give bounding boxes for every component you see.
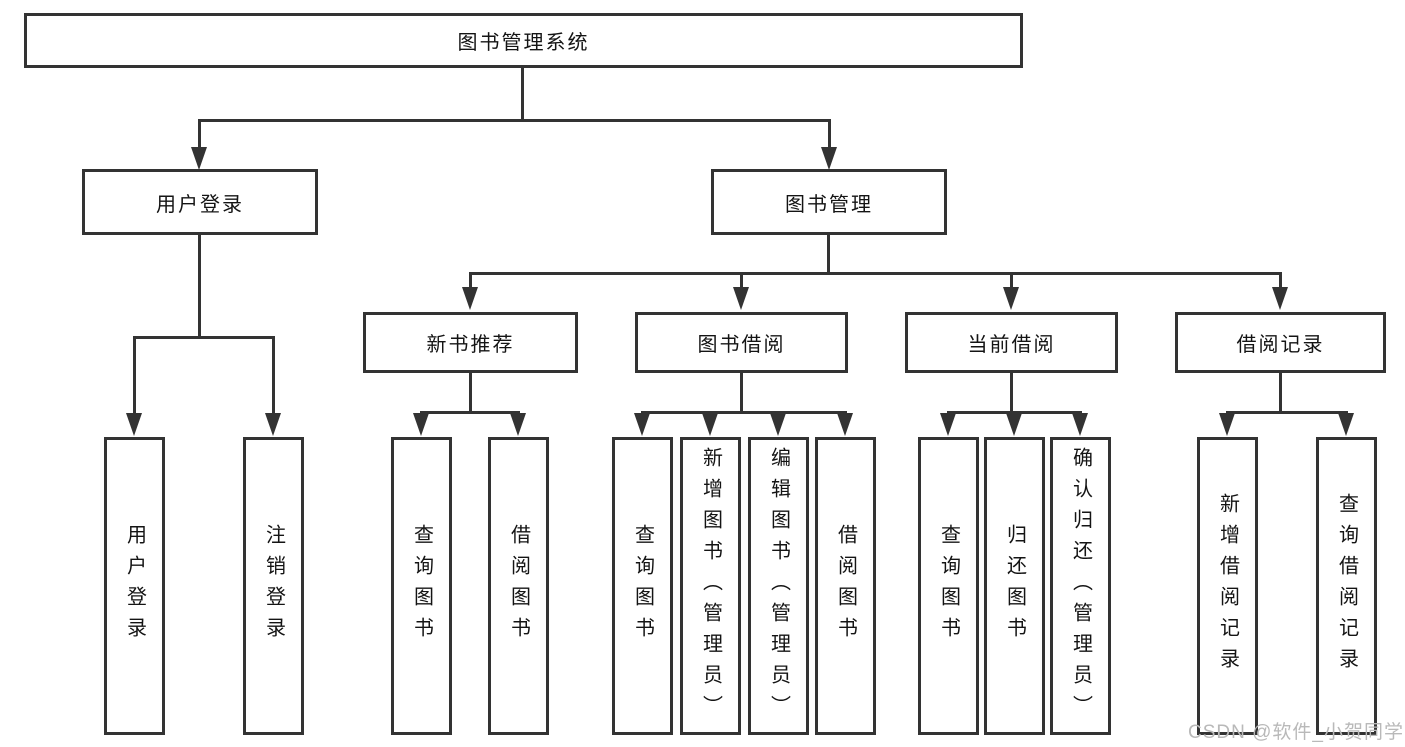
- connector-line: [947, 411, 1082, 414]
- leaf-borrow-borrow-books: 借阅图书: [815, 437, 876, 735]
- arrowhead-down-icon: [413, 413, 429, 436]
- arrowhead-down-icon: [733, 287, 749, 310]
- arrowhead-down-icon: [510, 413, 526, 436]
- arrowhead-down-icon: [1219, 413, 1235, 436]
- connector-line: [469, 272, 472, 288]
- leaf-newbook-borrow-books: 借阅图书: [488, 437, 549, 735]
- connector-line: [1279, 373, 1282, 413]
- leaf-newbook-query-books: 查询图书: [391, 437, 452, 735]
- connector-line: [1279, 272, 1282, 288]
- connector-line: [740, 272, 743, 288]
- connector-line: [198, 119, 201, 149]
- connector-line: [198, 235, 201, 338]
- arrowhead-down-icon: [1003, 287, 1019, 310]
- connector-line: [133, 336, 136, 415]
- connector-line: [521, 68, 524, 120]
- node-user-login: 用户登录: [82, 169, 318, 235]
- arrowhead-down-icon: [126, 413, 142, 436]
- arrowhead-down-icon: [462, 287, 478, 310]
- watermark: CSDN @软件_小贺同学: [1188, 722, 1404, 743]
- leaf-current-return-books: 归还图书: [984, 437, 1045, 735]
- arrowhead-down-icon: [837, 413, 853, 436]
- arrowhead-down-icon: [940, 413, 956, 436]
- node-book-management: 图书管理: [711, 169, 947, 235]
- leaf-borrow-query-books: 查询图书: [612, 437, 673, 735]
- connector-line: [641, 411, 847, 414]
- leaf-current-confirm-return-admin: 确认归还（管理员）: [1050, 437, 1111, 735]
- connector-line: [827, 235, 830, 274]
- connector-line: [740, 373, 743, 413]
- connector-line: [469, 373, 472, 413]
- leaf-logout-login: 注销登录: [243, 437, 304, 735]
- node-book-borrowing: 图书借阅: [635, 312, 848, 373]
- arrowhead-down-icon: [770, 413, 786, 436]
- arrowhead-down-icon: [265, 413, 281, 436]
- node-new-book-recommendation: 新书推荐: [363, 312, 578, 373]
- leaf-records-add-borrow-record: 新增借阅记录: [1197, 437, 1258, 735]
- arrowhead-down-icon: [1338, 413, 1354, 436]
- leaf-borrow-add-books-admin: 新增图书（管理员）: [680, 437, 741, 735]
- connector-line: [469, 272, 1282, 275]
- arrowhead-down-icon: [1006, 413, 1022, 436]
- leaf-records-query-borrow-record: 查询借阅记录: [1316, 437, 1377, 735]
- node-borrowing-records: 借阅记录: [1175, 312, 1386, 373]
- connector-line: [1010, 373, 1013, 413]
- arrowhead-down-icon: [702, 413, 718, 436]
- leaf-current-query-books: 查询图书: [918, 437, 979, 735]
- connector-line: [198, 119, 831, 122]
- leaf-borrow-edit-books-admin: 编辑图书（管理员）: [748, 437, 809, 735]
- connector-line: [133, 336, 275, 339]
- connector-line: [1010, 272, 1013, 288]
- arrowhead-down-icon: [1072, 413, 1088, 436]
- arrowhead-down-icon: [634, 413, 650, 436]
- leaf-user-login: 用户登录: [104, 437, 165, 735]
- node-root: 图书管理系统: [24, 13, 1023, 68]
- connector-line: [272, 336, 275, 415]
- connector-line: [828, 119, 831, 149]
- connector-line: [1226, 411, 1348, 414]
- arrowhead-down-icon: [1272, 287, 1288, 310]
- arrowhead-down-icon: [821, 147, 837, 170]
- arrowhead-down-icon: [191, 147, 207, 170]
- connector-line: [420, 411, 520, 414]
- node-current-borrowing: 当前借阅: [905, 312, 1118, 373]
